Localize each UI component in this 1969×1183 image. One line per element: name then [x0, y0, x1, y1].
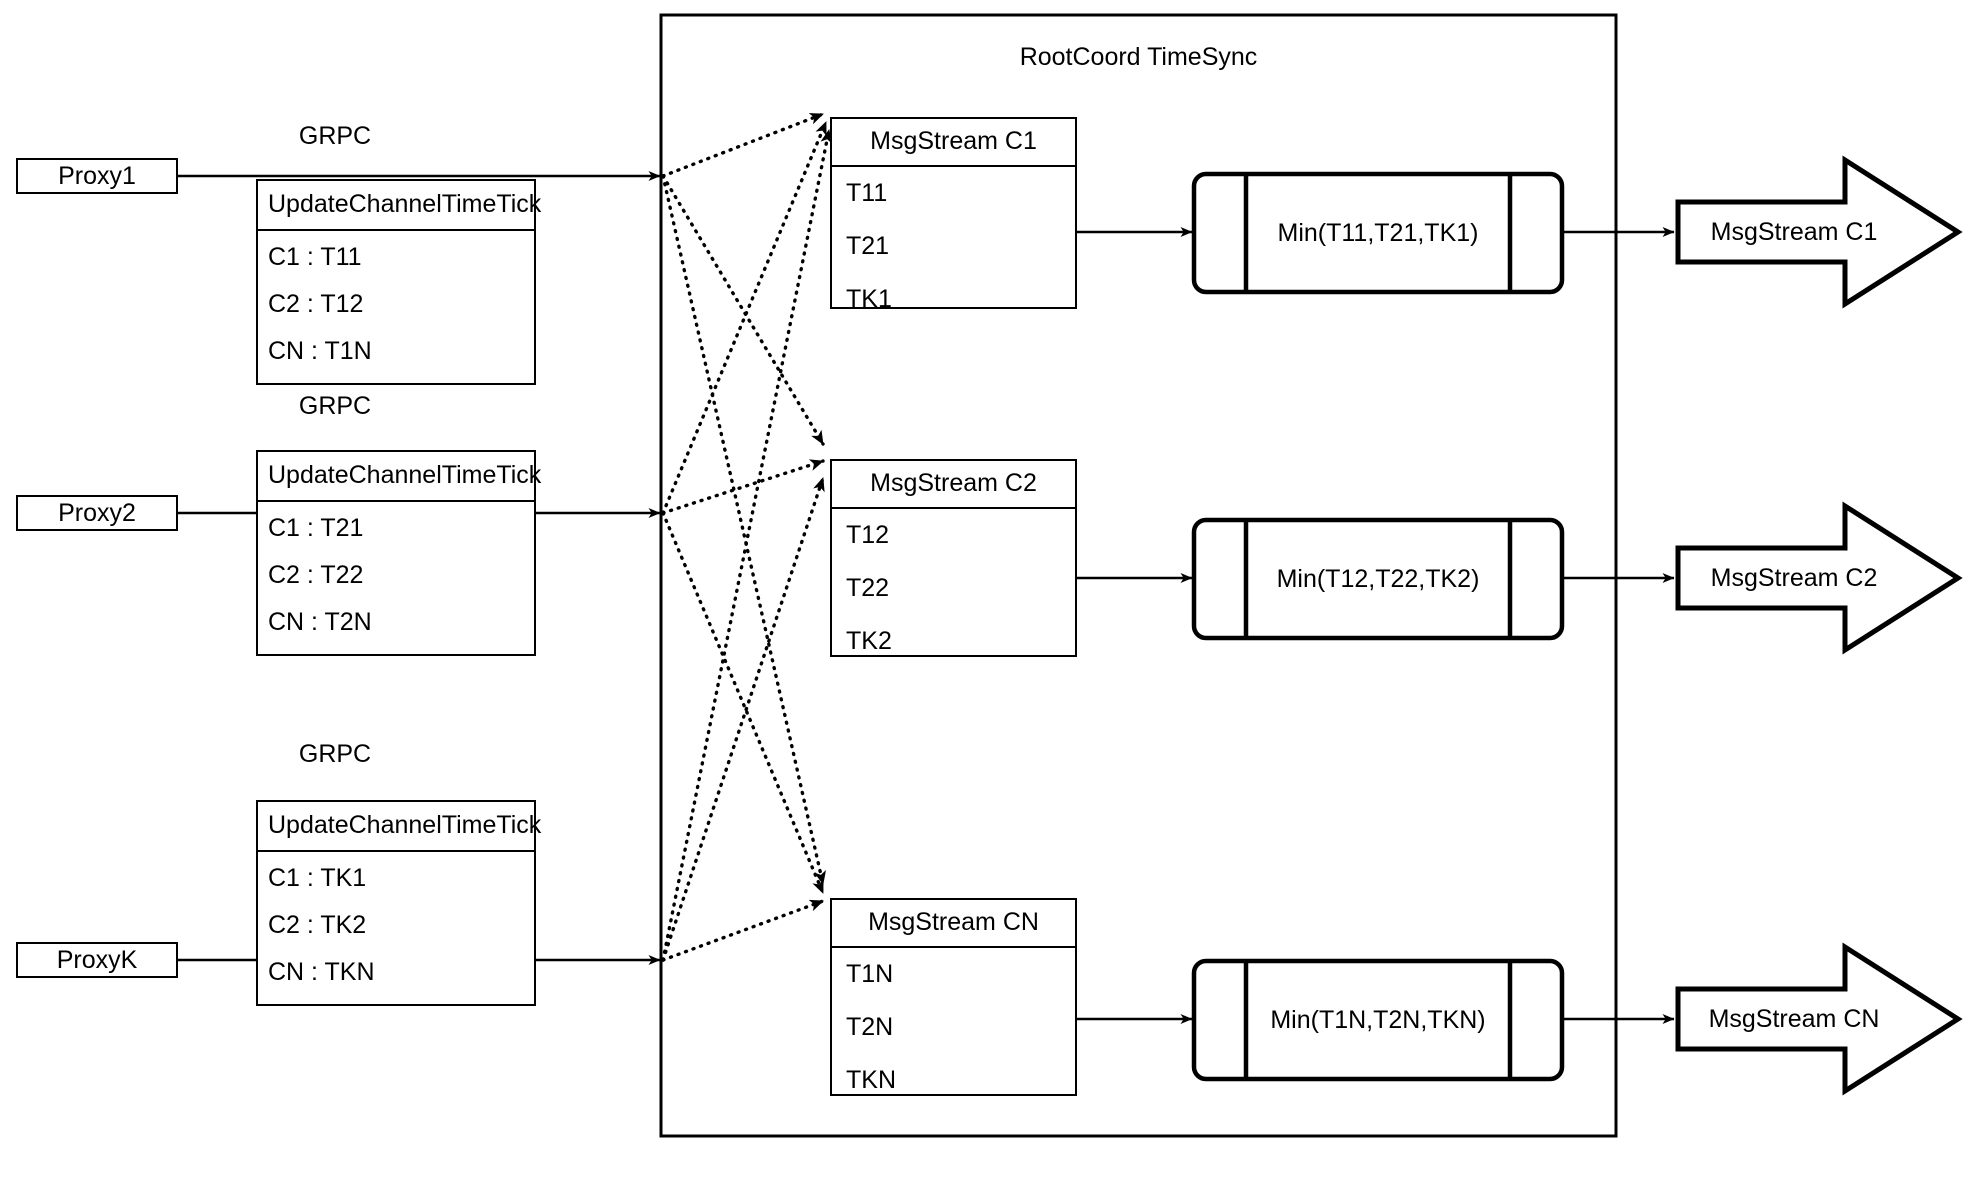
- msgstream-entry: TK2: [846, 627, 892, 655]
- timetick-entry: C1 : TK1: [268, 864, 367, 892]
- timetick-entry: C2 : TK2: [268, 911, 367, 939]
- timetick-entry: C2 : T12: [268, 290, 364, 318]
- output-arrow-row3: MsgStream CN: [1678, 947, 1958, 1091]
- timetick-route-p2-c1: [661, 120, 828, 515]
- grpc-label-row2: GRPC: [298, 392, 372, 420]
- timetick-route-p2-cn: [661, 511, 825, 895]
- msgstream-entry: T11: [846, 179, 888, 207]
- output-arrow-label-row3: MsgStream CN: [1708, 1004, 1880, 1033]
- timetick-route-pk-c1: [661, 128, 833, 962]
- msgstream-header-row3: MsgStream CN: [832, 900, 1075, 948]
- output-block-arrow-c2: [1675, 501, 1963, 655]
- msgstream-entry: T22: [846, 574, 890, 602]
- min-process-shape-c2: [1191, 517, 1565, 641]
- min-process-row1: Min(T11,T21,TK1): [1194, 174, 1562, 292]
- update-channel-timetick-table-row2: UpdateChannelTimeTick C1 : T21 C2 : T22 …: [256, 450, 541, 656]
- proxy-label-row3: ProxyK: [56, 945, 138, 974]
- timetick-entry: C2 : T22: [268, 561, 364, 589]
- min-process-label-row1: Min(T11,T21,TK1): [1277, 218, 1479, 247]
- msgstream-entry: TK1: [846, 285, 892, 313]
- update-channel-timetick-header-row2: UpdateChannelTimeTick: [258, 452, 541, 502]
- msgstream-entry: T21: [846, 232, 890, 260]
- timetick-entry: C1 : T11: [268, 243, 362, 271]
- msgstream-header-row1: MsgStream C1: [832, 119, 1075, 167]
- timetick-entry: C1 : T21: [268, 514, 364, 542]
- msgstream-body-row1: T11 T21 TK1: [832, 167, 1075, 324]
- output-arrow-row1: MsgStream C1: [1678, 160, 1958, 304]
- output-arrow-label-row1: MsgStream C1: [1710, 217, 1878, 246]
- timetick-route-pk-c2: [661, 476, 825, 962]
- min-process-label-row2: Min(T12,T22,TK2): [1276, 564, 1480, 593]
- timetick-route-pk-cn: [661, 899, 825, 962]
- proxy-box-row2[interactable]: Proxy2: [16, 495, 178, 531]
- msgstream-body-row2: T12 T22 TK2: [832, 509, 1075, 666]
- update-channel-timetick-header-row1: UpdateChannelTimeTick: [258, 181, 541, 231]
- output-block-arrow-cn: [1675, 942, 1963, 1096]
- min-process-shape-c1: [1191, 171, 1565, 295]
- proxy-label-row2: Proxy2: [58, 498, 136, 527]
- msgstream-entry: T2N: [846, 1013, 894, 1041]
- timetick-entry: CN : T1N: [268, 337, 372, 365]
- output-arrow-label-row2: MsgStream C2: [1710, 563, 1878, 592]
- update-channel-timetick-body-row3: C1 : TK1 C2 : TK2 CN : TKN: [258, 852, 534, 1004]
- update-channel-timetick-table-row1: UpdateChannelTimeTick C1 : T11 C2 : T12 …: [256, 179, 541, 385]
- msgstream-body-row3: T1N T2N TKN: [832, 948, 1075, 1105]
- msgstream-entry: TKN: [846, 1066, 896, 1094]
- timetick-route-p1-c1: [661, 112, 825, 178]
- proxy-box-row3[interactable]: ProxyK: [16, 942, 178, 978]
- timetick-entry: CN : T2N: [268, 608, 372, 636]
- update-channel-timetick-table-row3: UpdateChannelTimeTick C1 : TK1 C2 : TK2 …: [256, 800, 541, 1006]
- output-arrow-row2: MsgStream C2: [1678, 506, 1958, 650]
- update-channel-timetick-body-row1: C1 : T11 C2 : T12 CN : T1N: [258, 231, 534, 383]
- rootcoord-container-title: RootCoord TimeSync: [1019, 43, 1258, 71]
- rootcoord-container: [659, 13, 1618, 1138]
- output-block-arrow-c1: [1675, 155, 1963, 309]
- msgstream-table-row1: MsgStream C1 T11 T21 TK1: [830, 117, 1077, 313]
- update-channel-timetick-header-row3: UpdateChannelTimeTick: [258, 802, 541, 852]
- grpc-label-row3: GRPC: [298, 740, 372, 768]
- proxy-box-row1[interactable]: Proxy1: [16, 158, 178, 194]
- min-process-shape-cn: [1191, 958, 1565, 1082]
- msgstream-entry: T1N: [846, 960, 894, 988]
- msgstream-table-row2: MsgStream C2 T12 T22 TK2: [830, 459, 1077, 657]
- msgstream-entry: T12: [846, 521, 890, 549]
- msgstream-header-row2: MsgStream C2: [832, 461, 1075, 509]
- msgstream-table-row3: MsgStream CN T1N T2N TKN: [830, 898, 1077, 1096]
- timetick-entry: CN : TKN: [268, 958, 375, 986]
- min-process-row2: Min(T12,T22,TK2): [1194, 520, 1562, 638]
- timetick-route-p1-c2: [661, 174, 825, 446]
- min-process-label-row3: Min(T1N,T2N,TKN): [1270, 1005, 1486, 1034]
- timetick-route-p2-c2: [661, 459, 825, 515]
- grpc-label-row1: GRPC: [298, 122, 372, 150]
- timetick-route-p1-cn: [661, 174, 826, 886]
- update-channel-timetick-body-row2: C1 : T21 C2 : T22 CN : T2N: [258, 502, 534, 654]
- proxy-label-row1: Proxy1: [58, 161, 136, 190]
- min-process-row3: Min(T1N,T2N,TKN): [1194, 961, 1562, 1079]
